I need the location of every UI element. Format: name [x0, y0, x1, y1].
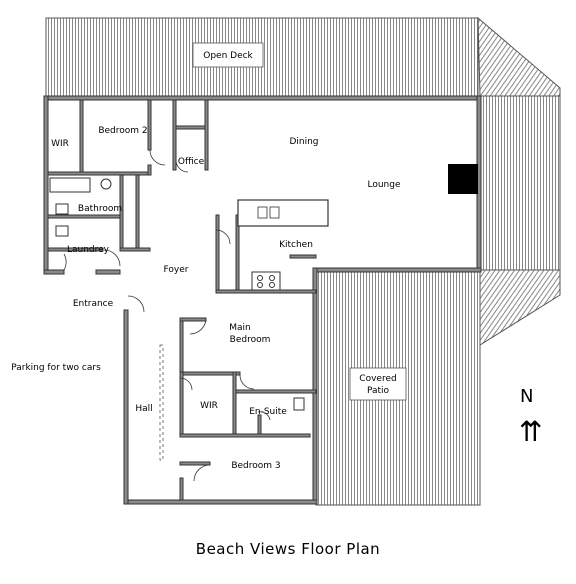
dining-label: Dining [289, 137, 318, 147]
covered-label: Covered [359, 374, 396, 384]
wir-2-label: WIR [200, 401, 218, 411]
foyer-label: Foyer [164, 265, 189, 275]
north-label: N [520, 386, 534, 407]
north-arrow-icon: ⇈ [519, 415, 543, 448]
side-deck [477, 16, 561, 346]
open-deck: Open Deck [45, 17, 479, 97]
patio-label: Patio [367, 386, 390, 396]
main-bedroom-label-1: Main [229, 323, 251, 333]
office-label: Office [178, 157, 205, 167]
exterior-walls [43, 95, 482, 505]
kitchen-label: Kitchen [279, 240, 313, 250]
bathroom-label: Bathroom [78, 204, 122, 214]
hall-window [159, 344, 164, 461]
en-suite-label: En-Suite [249, 407, 287, 417]
hall-label: Hall [135, 404, 152, 414]
open-deck-label: Open Deck [203, 51, 253, 61]
kitchen-island [237, 199, 329, 227]
wir-1-label: WIR [51, 139, 69, 149]
bedroom-2-label: Bedroom 2 [98, 126, 147, 136]
lounge-label: Lounge [367, 180, 400, 190]
covered-patio: Covered Patio [315, 271, 481, 506]
parking-label: Parking for two cars [11, 363, 101, 373]
laundrey-label: Laundrey [67, 245, 110, 255]
main-bedroom-label-2: Bedroom [230, 335, 271, 345]
entrance-label: Entrance [73, 299, 114, 309]
door-swings [63, 149, 271, 482]
interior-walls [47, 99, 317, 501]
stove [251, 271, 281, 291]
fireplace [448, 164, 478, 194]
bedroom-3-label: Bedroom 3 [231, 461, 280, 471]
plan-title: Beach Views Floor Plan [195, 540, 381, 558]
bath-fixtures [49, 177, 305, 411]
